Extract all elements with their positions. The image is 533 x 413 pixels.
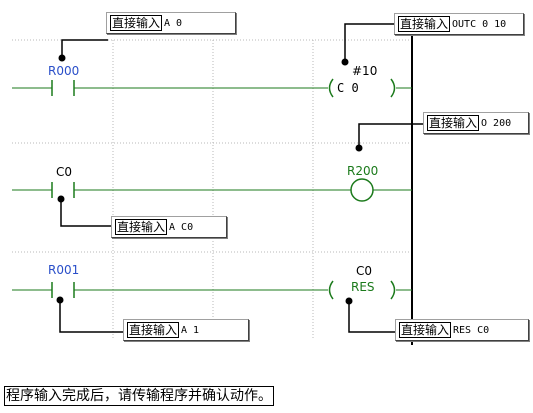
contact-label-r001: R001 [48, 263, 80, 277]
direct-input-box-1[interactable]: 直接输入 A 0 [106, 12, 236, 34]
direct-input-tag: 直接输入 [115, 219, 168, 235]
rung-2 [12, 178, 412, 202]
direct-input-value[interactable]: A 0 [164, 17, 183, 29]
timer-number: #10 [352, 64, 378, 78]
direct-input-value[interactable]: OUTC 0 10 [452, 18, 507, 30]
coil-label-r200: R200 [347, 164, 379, 178]
timer-coil-right-paren [390, 78, 396, 98]
direct-input-tag: 直接输入 [127, 322, 180, 338]
direct-input-box-5[interactable]: 直接输入 A 1 [123, 319, 249, 341]
reset-label: RES [351, 280, 375, 294]
direct-input-value[interactable]: RES C0 [453, 324, 490, 336]
direct-input-box-6[interactable]: 直接输入 RES C0 [395, 319, 529, 341]
contact-label-r000: R000 [48, 64, 80, 78]
timer-coil-left-paren [328, 78, 334, 98]
timer-label: C 0 [337, 81, 359, 95]
rung-3 [12, 280, 412, 300]
direct-input-tag: 直接输入 [399, 322, 452, 338]
direct-input-value[interactable]: A C0 [169, 221, 194, 233]
direct-input-box-3[interactable]: 直接输入 O 200 [423, 112, 529, 134]
coil-r200 [350, 178, 374, 202]
reset-coil-right-paren [390, 280, 396, 300]
contact-label-c0: C0 [56, 165, 73, 179]
direct-input-box-4[interactable]: 直接输入 A C0 [111, 216, 227, 238]
direct-input-tag: 直接输入 [398, 16, 451, 32]
reset-coil-left-paren [328, 280, 334, 300]
direct-input-value[interactable]: A 1 [181, 324, 200, 336]
callout-leaders [59, 23, 424, 333]
instruction-note: 程序输入完成后，请传输程序并确认动作。 [4, 386, 274, 406]
callout-dots [56, 54, 363, 305]
direct-input-tag: 直接输入 [110, 15, 163, 31]
direct-input-box-2[interactable]: 直接输入 OUTC 0 10 [394, 13, 524, 35]
direct-input-value[interactable]: O 200 [481, 117, 512, 129]
rung-1 [12, 78, 412, 98]
reset-target-label: C0 [356, 264, 373, 278]
direct-input-tag: 直接输入 [427, 115, 480, 131]
